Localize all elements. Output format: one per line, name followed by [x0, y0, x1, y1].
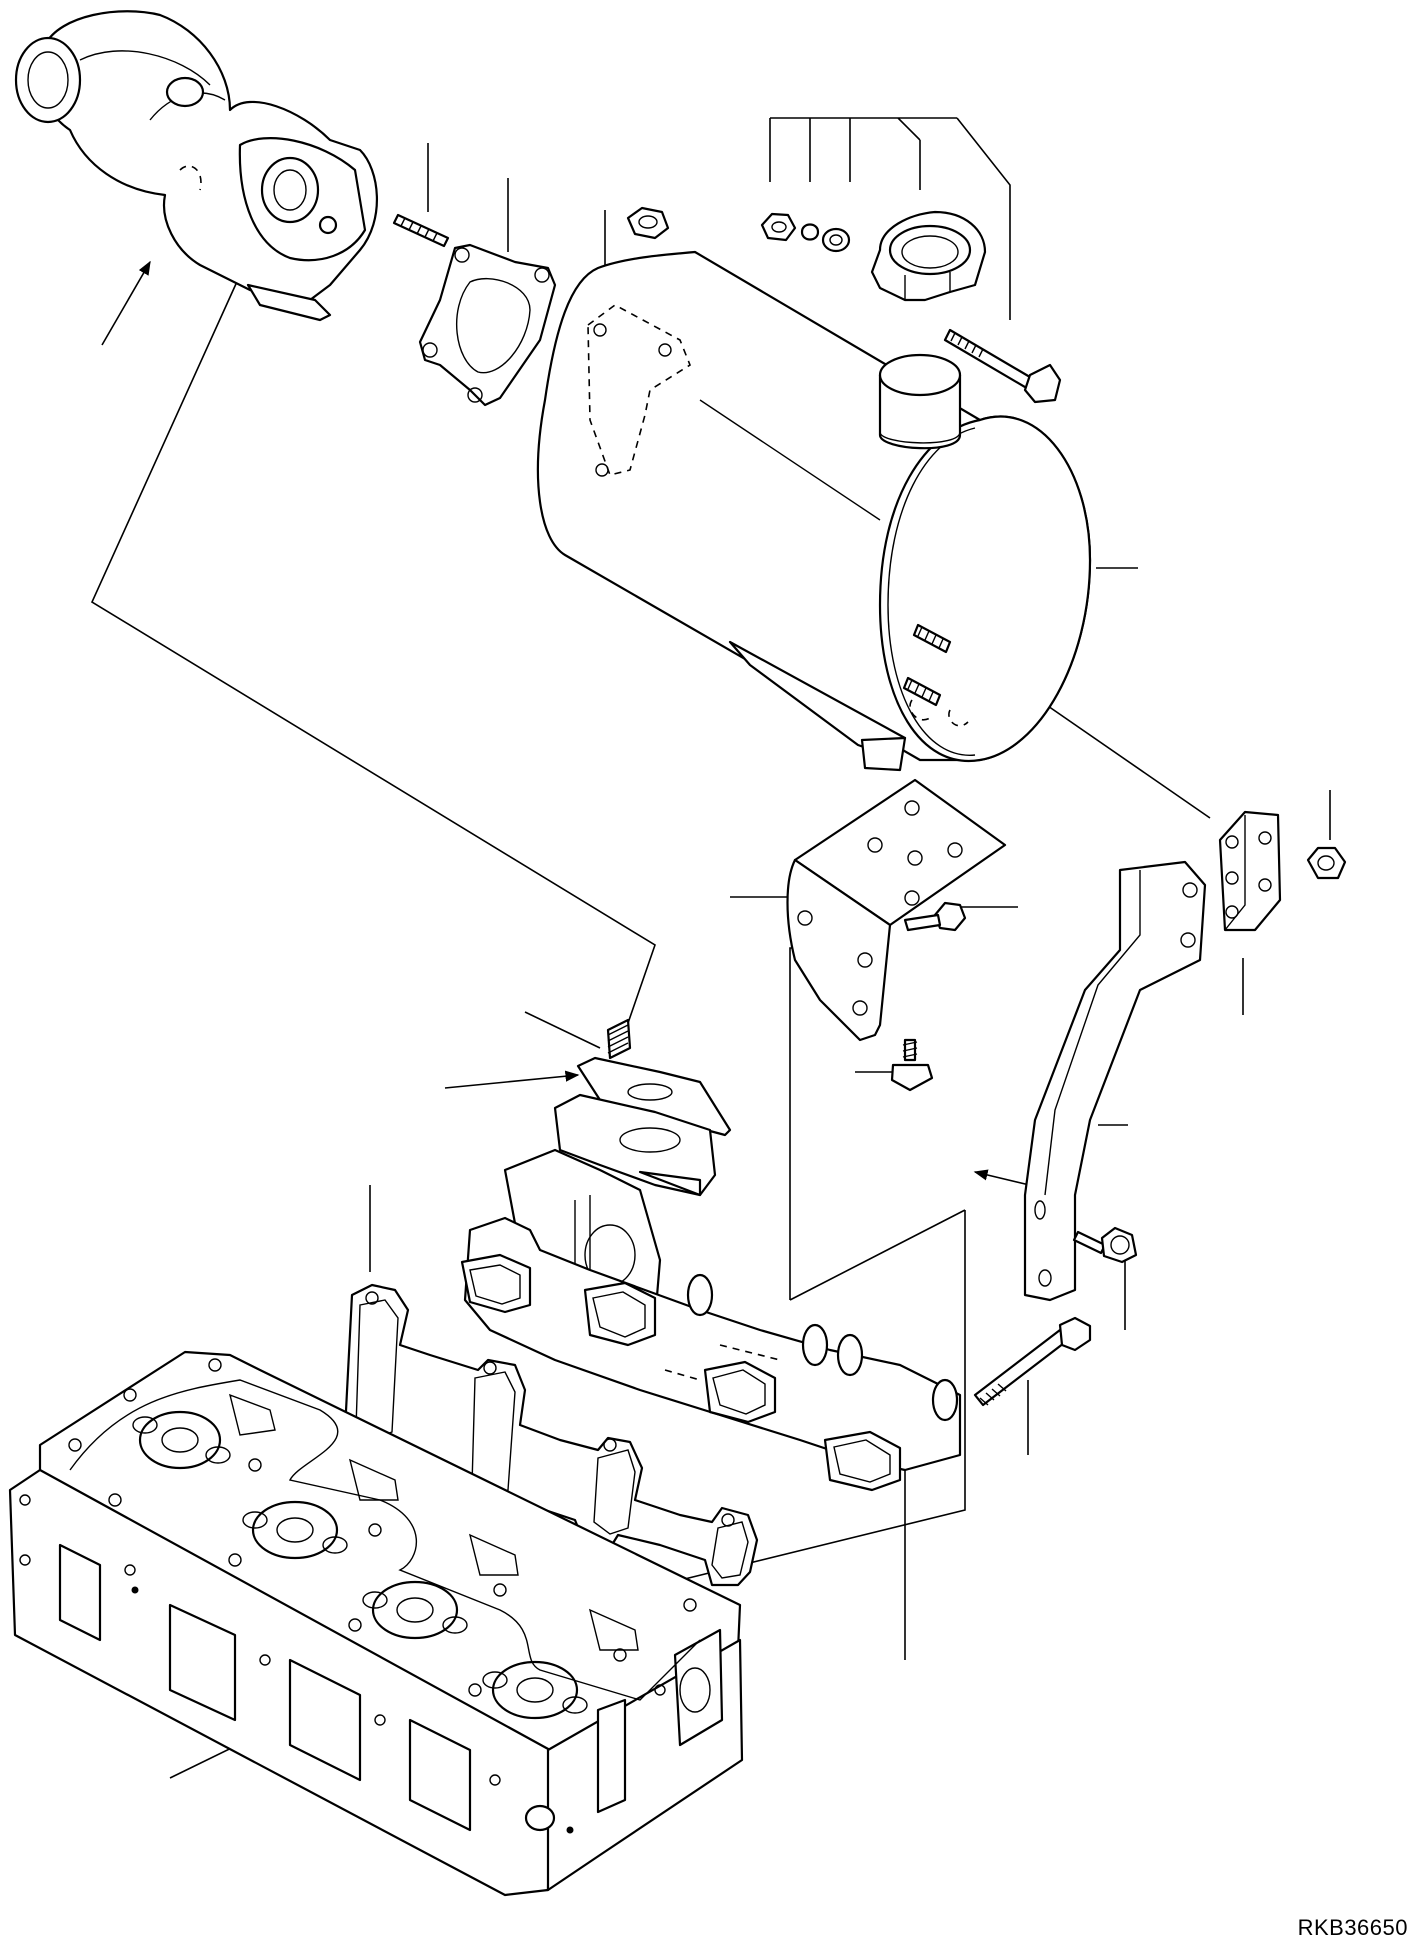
head-valve-ports — [132, 1410, 588, 1720]
turbocharger — [14, 10, 379, 322]
head-bolt-holes — [19, 1358, 697, 1786]
muffler — [536, 250, 1092, 772]
stay-bolt — [1072, 1226, 1138, 1264]
flange-stud — [606, 1018, 632, 1060]
drawing-reference-code: RKB36650 — [1297, 1915, 1408, 1940]
turbo-stud — [392, 213, 450, 248]
muffler-bracket — [786, 778, 1007, 1092]
clamp-hardware — [760, 210, 1062, 404]
muffler-stay — [1023, 860, 1207, 1302]
muffler-nut-top — [626, 206, 670, 240]
side-bracket-plate — [1218, 810, 1282, 932]
manifold-long-bolt — [973, 1316, 1092, 1407]
side-bracket-nut — [1306, 846, 1347, 880]
turbo-gasket — [418, 243, 557, 407]
cylinder-head — [8, 1350, 744, 1897]
exhaust-manifold — [460, 1093, 962, 1492]
